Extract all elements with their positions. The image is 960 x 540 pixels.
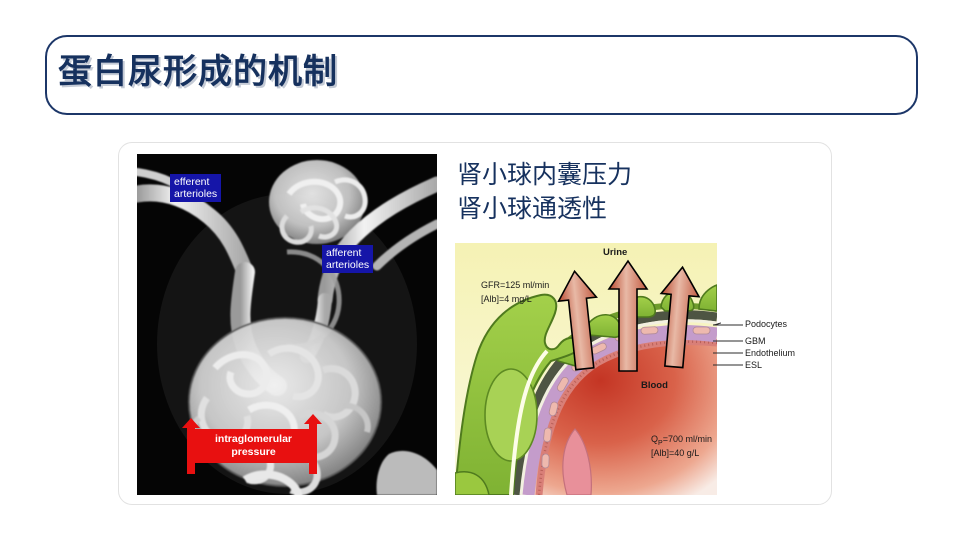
diagram-value-albumin-blood: [Alb]=40 g/L — [651, 448, 700, 458]
sem-label-intraglomerular-pressure: intraglomerular pressure — [195, 429, 312, 463]
diagram-value-albumin-urine: [Alb]=4 mg/L — [481, 294, 532, 304]
pressure-arrow-right-icon — [304, 414, 322, 474]
qp-subscript: P — [658, 439, 663, 447]
diagram-label-urine: Urine — [603, 247, 628, 258]
qp-value: =700 ml/min — [662, 434, 712, 444]
diagram-label-blood: Blood — [641, 380, 668, 391]
filtration-barrier-diagram: Urine Blood GFR=125 ml/min [Alb]=4 mg/L … — [455, 243, 795, 495]
diagram-value-gfr: GFR=125 ml/min — [481, 280, 550, 290]
pressure-arrow-left-icon — [182, 418, 200, 474]
diagram-label-gbm: GBM — [745, 336, 766, 346]
annotation-text-block: 肾小球内囊压力 肾小球通透性 — [457, 158, 632, 226]
diagram-label-esl: ESL — [745, 360, 763, 370]
qp-prefix: Q — [651, 434, 659, 444]
sem-label-afferent-arterioles: afferent arterioles — [322, 245, 374, 273]
diagram-value-plasma-flow: QP=700 ml/min — [651, 434, 712, 447]
glomerulus-sem-image: efferent arterioles afferent arterioles … — [137, 154, 437, 495]
page-title: 蛋白尿形成的机制 — [58, 53, 338, 91]
sem-label-efferent-arterioles: efferent arterioles — [170, 174, 222, 202]
diagram-label-podocytes: Podocytes — [745, 319, 788, 329]
annotation-line-1: 肾小球内囊压力 — [457, 161, 633, 189]
barrier-illustration — [455, 243, 743, 495]
annotation-line-2: 肾小球通透性 — [457, 195, 608, 223]
title-box — [45, 35, 918, 115]
diagram-label-endothelium: Endothelium — [745, 348, 796, 358]
